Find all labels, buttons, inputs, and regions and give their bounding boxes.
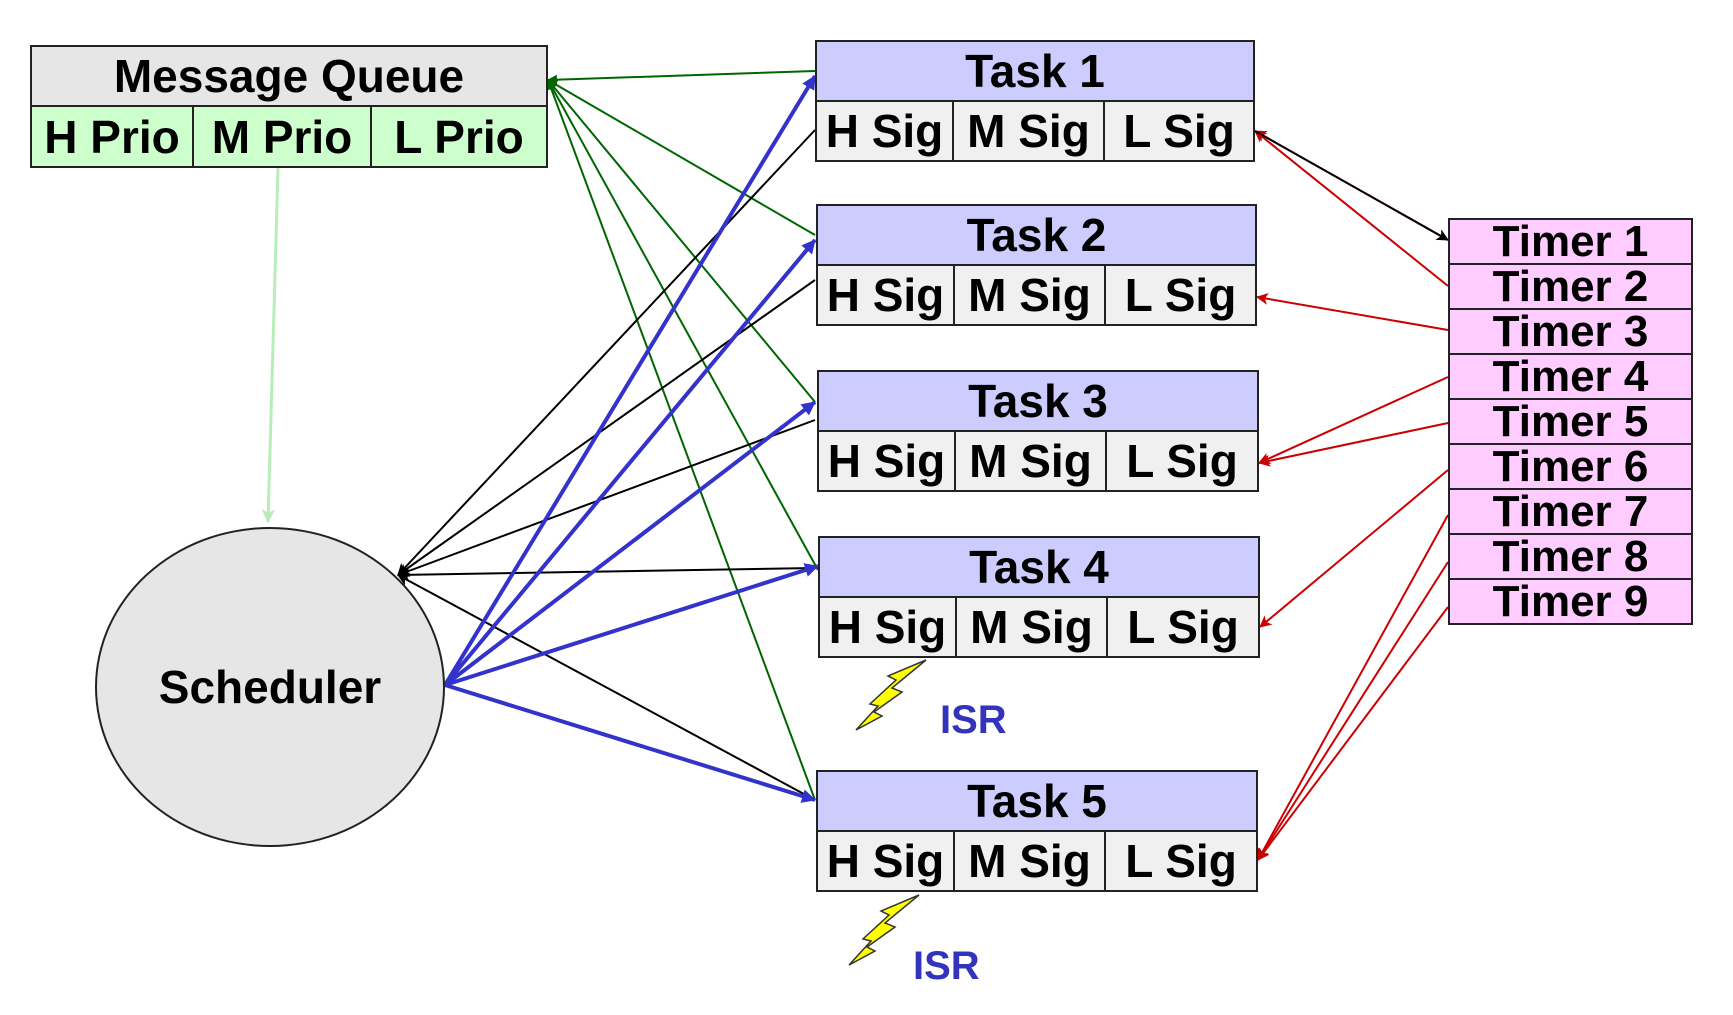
task-signal-medium: M Sig: [952, 100, 1105, 162]
scheduler-node: Scheduler: [95, 527, 445, 847]
arrow-task1-to-timer1: [1254, 130, 1449, 241]
timer-8: Timer 8: [1448, 532, 1693, 581]
task-signal-low: L Sig: [1104, 264, 1257, 326]
queue-cell-high: H Prio: [30, 105, 194, 168]
message-queue-title: Message Queue: [30, 45, 548, 107]
task-title: Task 2: [816, 204, 1257, 266]
timer-9: Timer 9: [1448, 577, 1693, 626]
timer-6: Timer 6: [1448, 442, 1693, 491]
isr-label: ISR: [913, 944, 980, 988]
queue-cell-low: L Prio: [370, 105, 548, 168]
timer-1: Timer 1: [1448, 217, 1693, 266]
arrows-tasks-to-queue: [546, 70, 819, 801]
lightning-bolt-icon: [855, 659, 927, 731]
timer-2: Timer 2: [1448, 262, 1693, 311]
task-signal-medium: M Sig: [954, 430, 1107, 492]
task-signal-low: L Sig: [1104, 830, 1258, 892]
arrow-queue-to-scheduler: [261, 167, 280, 523]
task-title: Task 3: [817, 370, 1259, 432]
arrows-timers-to-tasks: [1254, 130, 1449, 861]
queue-cell-medium: M Prio: [192, 105, 372, 168]
task-signal-medium: M Sig: [955, 596, 1108, 658]
task-signal-medium: M Sig: [953, 264, 1106, 326]
timer-7: Timer 7: [1448, 487, 1693, 536]
timer-3: Timer 3: [1448, 307, 1693, 356]
task-signal-high: H Sig: [818, 596, 957, 658]
timer-5: Timer 5: [1448, 397, 1693, 446]
task-signal-low: L Sig: [1105, 430, 1259, 492]
task-title: Task 1: [815, 40, 1255, 102]
task-signal-high: H Sig: [816, 830, 955, 892]
task-signal-low: L Sig: [1106, 596, 1260, 658]
scheduler-label: Scheduler: [158, 661, 382, 713]
isr-label: ISR: [940, 698, 1007, 742]
arrows-scheduler-to-tasks: [443, 74, 819, 803]
timer-4: Timer 4: [1448, 352, 1693, 401]
task-signal-high: H Sig: [816, 264, 955, 326]
arrows-tasks-to-scheduler: [397, 129, 816, 801]
lightning-bolt-icon: [848, 894, 920, 966]
task-signal-low: L Sig: [1103, 100, 1255, 162]
task-title: Task 4: [818, 536, 1260, 598]
task-signal-high: H Sig: [815, 100, 954, 162]
task-signal-medium: M Sig: [953, 830, 1106, 892]
task-signal-high: H Sig: [817, 430, 956, 492]
task-title: Task 5: [816, 770, 1258, 832]
